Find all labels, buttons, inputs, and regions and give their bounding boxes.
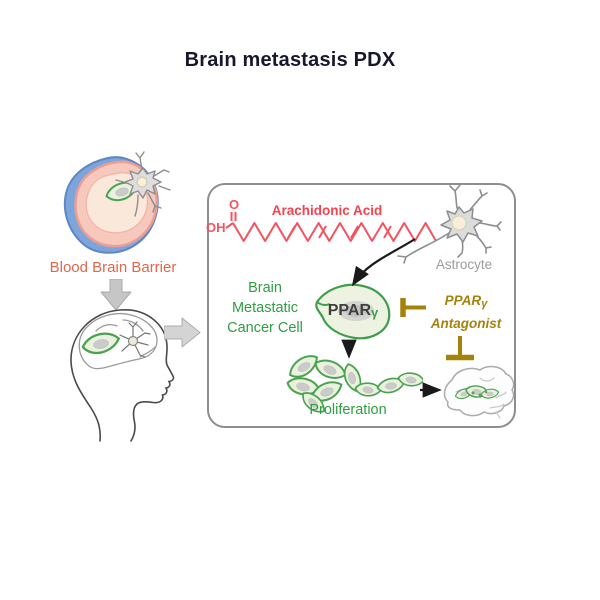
brain-astrocyte-icon — [119, 321, 151, 358]
astrocyte-label: Astrocyte — [435, 257, 493, 272]
ppar-cell-tip — [316, 301, 331, 307]
ppar-gamma: γ — [371, 305, 379, 320]
blood-brain-barrier-illustration — [63, 151, 171, 254]
ppar-cell-nucleolus — [345, 305, 367, 317]
right-block-arrow-icon — [164, 317, 201, 348]
antagonist-label: PPARγ Antagonist — [418, 291, 514, 333]
antagonist-gamma: γ — [481, 298, 488, 310]
right-block-arrow-shape — [164, 317, 201, 348]
blood-brain-barrier-label: Blood Brain Barrier — [49, 259, 177, 276]
antagonist-name: PPAR — [444, 293, 482, 308]
proliferation-label: Proliferation — [309, 402, 387, 418]
inhibition-bar-down-icon — [446, 336, 474, 361]
metastatic-cells-in-brain — [453, 383, 500, 401]
brain-metastasis-illustration — [443, 365, 514, 419]
antagonist-line1: PPARγ — [418, 291, 514, 314]
oxygen-label: O — [229, 197, 239, 212]
cancer-cell-label: Brain Metastatic Cancer Cell — [215, 278, 315, 338]
astrocyte-icon — [115, 151, 171, 217]
ppar-label: PPARγ — [313, 302, 393, 320]
head-illustration — [70, 309, 175, 442]
down-block-arrow-shape — [100, 279, 132, 311]
pathway-box: OH O Arachidonic Acid — [206, 183, 516, 428]
astrocyte-illustration — [397, 185, 502, 264]
carbon-chain — [225, 212, 437, 242]
antagonist-word: Antagonist — [430, 316, 502, 331]
page-title: Brain metastasis PDX — [184, 49, 396, 71]
cancer-cell-label-line2: Metastatic — [231, 300, 299, 316]
down-block-arrow-icon — [100, 279, 132, 311]
ppar-cell-illustration — [315, 283, 391, 340]
cancer-cell-label-line1: Brain — [248, 280, 282, 296]
proliferating-cell — [311, 355, 350, 385]
arachidonic-acid-structure: OH O — [206, 197, 437, 242]
cancer-cell-label-line3: Cancer Cell — [227, 320, 303, 336]
astrocyte-nucleus — [451, 215, 467, 231]
head-outline — [70, 309, 175, 442]
arachidonic-acid-label: Arachidonic Acid — [271, 203, 383, 218]
brain-cancer-cell-icon — [80, 329, 122, 357]
hydroxyl-label: OH — [206, 220, 226, 235]
ppar-name: PPAR — [327, 302, 372, 319]
